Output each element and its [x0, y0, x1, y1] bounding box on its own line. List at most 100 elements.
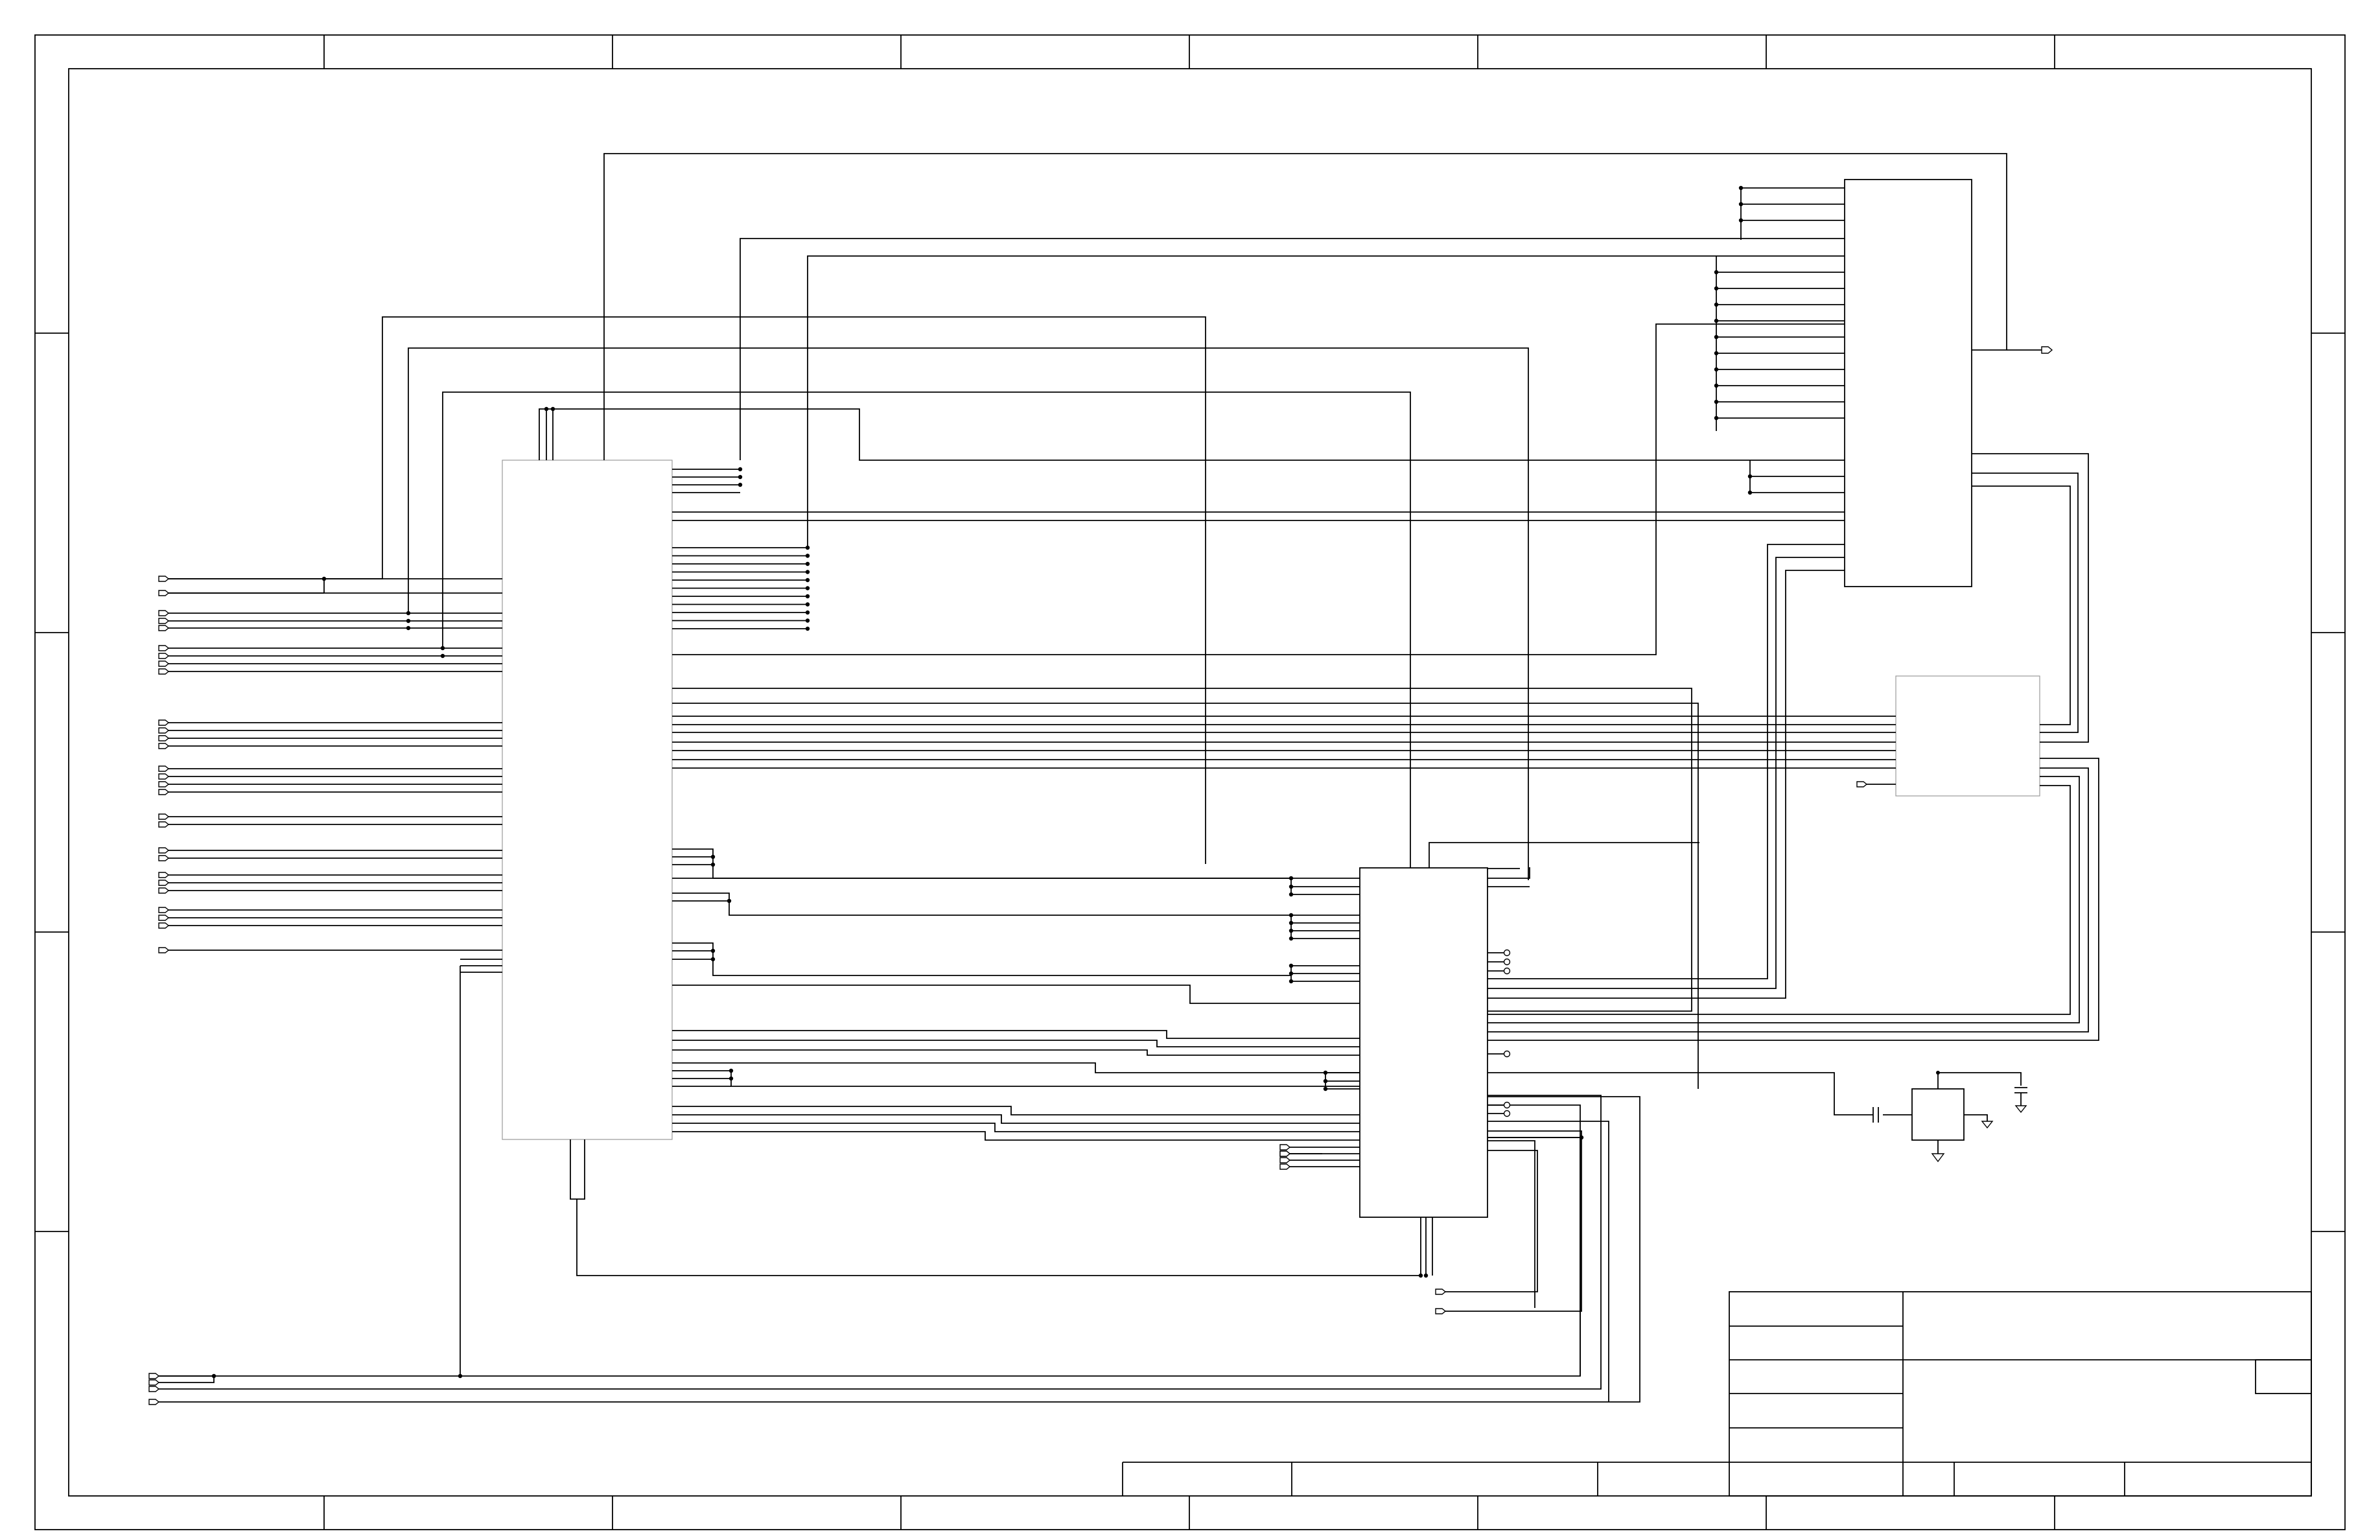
wire: [672, 688, 1692, 1012]
junction-dot: [738, 474, 743, 480]
net-port: [148, 1399, 160, 1405]
wire: [1488, 867, 1530, 879]
junction-dot: [1289, 920, 1294, 926]
wire: [672, 323, 1845, 655]
junction-dot: [1323, 1086, 1328, 1091]
junction-dot: [1714, 334, 1719, 340]
net-port: [158, 576, 170, 582]
junction-dot: [1738, 202, 1744, 207]
wire: [672, 892, 1291, 916]
ic-u2-top-right: [1844, 179, 1972, 587]
junction-dot: [727, 898, 732, 904]
wire: [159, 1375, 215, 1383]
wire: [807, 255, 1845, 548]
net-port: [158, 821, 170, 828]
net-port: [1279, 1144, 1291, 1150]
net-port: [158, 719, 170, 726]
junction-dot: [710, 862, 716, 867]
wire: [1488, 758, 2099, 1041]
junction-dot: [1289, 876, 1294, 881]
net-port: [1435, 1308, 1447, 1314]
junction-dot: [805, 554, 810, 558]
ic-u3-center: [1359, 867, 1488, 1218]
junction-dot: [1323, 1079, 1328, 1084]
wire: [1488, 570, 1845, 999]
junction-dot: [544, 406, 549, 412]
wire: [576, 1199, 1421, 1276]
junction-dot: [805, 602, 810, 607]
junction-dot: [1579, 1135, 1584, 1140]
wire: [1488, 767, 2089, 1032]
net-port: [158, 872, 170, 878]
net-port: [158, 922, 170, 929]
junction-dot: [1289, 963, 1294, 968]
junction-dot: [1738, 185, 1744, 191]
net-port: [158, 773, 170, 780]
wire: [672, 1062, 1360, 1073]
wire: [672, 1040, 1360, 1047]
junction-dot: [458, 1373, 463, 1379]
net-port: [148, 1373, 160, 1379]
wire: [672, 1106, 1360, 1115]
net-port: [1279, 1150, 1291, 1157]
junction-dot: [1714, 367, 1719, 372]
junction-dot: [1423, 1273, 1429, 1278]
junction-dot: [1714, 270, 1719, 275]
junction-dot: [1289, 936, 1294, 941]
junction-dot: [805, 545, 810, 550]
wire: [672, 942, 1291, 976]
junction-dot: [1714, 399, 1719, 404]
junction-dot: [1714, 318, 1719, 323]
wire: [1488, 776, 2080, 1023]
title-block: [1122, 1291, 2312, 1497]
junction-dot: [550, 406, 555, 412]
net-port: [1856, 781, 1868, 788]
net-port: [158, 610, 170, 616]
wire: [1488, 1140, 1535, 1308]
pin-terminal: [1503, 967, 1511, 975]
junction-dot: [1714, 286, 1719, 291]
oscillator-y1: [1488, 1071, 2027, 1163]
junction-dot: [321, 576, 327, 581]
wire: [1488, 1121, 1609, 1402]
junctions-group: [211, 185, 1753, 1379]
wire: [159, 1096, 1640, 1403]
net-port: [1279, 1157, 1291, 1163]
net-port: [158, 645, 170, 651]
pin-terminal: [1503, 1050, 1511, 1058]
junction-dot: [1714, 351, 1719, 356]
wire: [324, 316, 1206, 864]
net-port: [158, 907, 170, 913]
drawing-frame: [34, 34, 2346, 1530]
junction-dot: [1289, 892, 1294, 897]
net-port: [158, 668, 170, 675]
junction-dot: [805, 594, 810, 599]
junction-dot: [805, 561, 810, 566]
junction-dot: [1323, 1070, 1328, 1075]
wire: [672, 1131, 1360, 1141]
wire: [1488, 1137, 1581, 1376]
junction-dot: [1714, 383, 1719, 388]
junction-dot: [211, 1373, 216, 1379]
wire: [1488, 557, 1845, 989]
wire: [539, 408, 1845, 461]
junction-dot: [406, 618, 411, 624]
junction-dot: [406, 625, 411, 631]
junction-dot: [805, 626, 810, 631]
junction-dot: [710, 948, 716, 953]
junction-dot: [440, 646, 445, 651]
junction-dot: [805, 610, 810, 615]
wire: [672, 1030, 1360, 1039]
wire: [740, 238, 1845, 460]
net-port: [158, 947, 170, 953]
wire: [672, 848, 1291, 879]
net-port: [158, 880, 170, 886]
net-port: [148, 1386, 160, 1392]
wire: [672, 1049, 1360, 1056]
wires-group: [159, 187, 2099, 1403]
junction-dot: [1714, 302, 1719, 307]
net-port: [1279, 1163, 1291, 1170]
junction-dot: [1418, 1273, 1423, 1278]
